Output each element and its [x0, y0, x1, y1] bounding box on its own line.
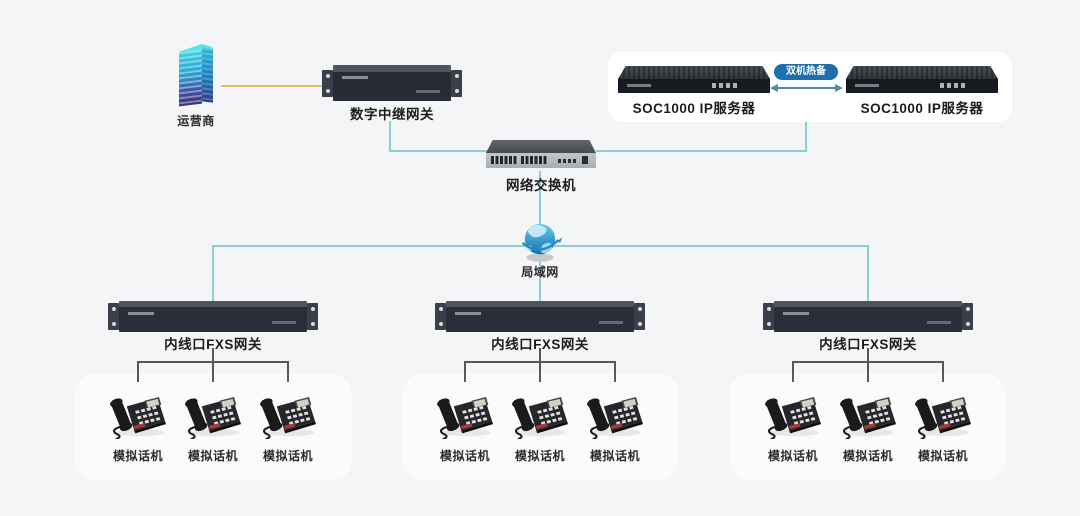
analog-phone-label: 模拟话机 [917, 449, 968, 463]
link-trunk-gateway-down [389, 121, 391, 152]
analog-phone-icon [761, 383, 825, 439]
hot-standby-badge: 双机热备 [774, 64, 838, 80]
link-carrier-trunk-gateway [221, 85, 322, 87]
rack-body [333, 65, 451, 101]
branch-right-stub-2 [867, 361, 869, 382]
link-lan-fxs-middle [539, 256, 541, 302]
branch-left-trunk [212, 348, 214, 363]
switch-ports-icon [491, 156, 518, 164]
link-servers-switch [596, 150, 807, 152]
branch-middle-stub-3 [614, 361, 616, 382]
analog-phone-icon [583, 383, 647, 439]
link-lan-fxs-right [867, 245, 869, 302]
standby-arrow-left-icon [770, 84, 778, 92]
link-trunk-gateway-switch [389, 150, 489, 152]
branch-right-trunk [867, 348, 869, 363]
analog-phone-label: 模拟话机 [439, 449, 490, 463]
soc-server-device-1 [618, 66, 770, 94]
analog-phone-icon [433, 383, 497, 439]
branch-left-stub-2 [212, 361, 214, 382]
standby-arrow-right-icon [835, 84, 843, 92]
link-lan-fxs-left [212, 245, 214, 302]
carrier-building-icon [174, 44, 220, 110]
soc-server-label-2: SOC1000 IP服务器 [860, 101, 984, 116]
analog-phone-icon [181, 383, 245, 439]
lan-globe-icon [517, 218, 563, 264]
switch-ports-icon [521, 156, 548, 164]
fxs-gateway-device-right [763, 300, 973, 332]
branch-left-stub-1 [137, 361, 139, 382]
network-switch-label: 网络交换机 [506, 178, 576, 193]
standby-arrow-line [777, 87, 836, 89]
switch-uplink-icon [582, 156, 588, 164]
analog-phone-label: 模拟话机 [589, 449, 640, 463]
branch-right-stub-3 [942, 361, 944, 382]
analog-phone-icon [256, 383, 320, 439]
link-switch-lan [539, 171, 541, 224]
network-switch-device [486, 140, 596, 171]
branch-left-stub-3 [287, 361, 289, 382]
branch-middle-trunk [539, 348, 541, 363]
analog-phone-icon [911, 383, 975, 439]
analog-phone-icon [508, 383, 572, 439]
trunk-gateway-label: 数字中继网关 [350, 107, 434, 122]
lan-label: 局域网 [521, 265, 559, 279]
analog-phone-label: 模拟话机 [842, 449, 893, 463]
branch-right-stub-1 [792, 361, 794, 382]
fxs-gateway-label-right: 内线口FXS网关 [819, 337, 917, 352]
fxs-gateway-label-middle: 内线口FXS网关 [491, 337, 589, 352]
link-servers-down [805, 122, 807, 152]
rack-ear [451, 69, 462, 97]
analog-phone-icon [836, 383, 900, 439]
branch-middle-stub-1 [464, 361, 466, 382]
soc-server-device-2 [846, 66, 998, 94]
analog-phone-label: 模拟话机 [112, 449, 163, 463]
switch-leds-icon [558, 159, 576, 163]
rack-ear [322, 69, 333, 97]
analog-phone-label: 模拟话机 [514, 449, 565, 463]
soc-server-label-1: SOC1000 IP服务器 [632, 101, 756, 116]
fxs-gateway-device-left [108, 300, 318, 332]
analog-phone-label: 模拟话机 [187, 449, 238, 463]
carrier-label: 运营商 [177, 114, 215, 128]
fxs-gateway-label-left: 内线口FXS网关 [164, 337, 262, 352]
trunk-gateway-device [322, 65, 462, 101]
analog-phone-label: 模拟话机 [262, 449, 313, 463]
analog-phone-icon [106, 383, 170, 439]
fxs-gateway-device-middle [435, 300, 645, 332]
branch-middle-stub-2 [539, 361, 541, 382]
analog-phone-label: 模拟话机 [767, 449, 818, 463]
